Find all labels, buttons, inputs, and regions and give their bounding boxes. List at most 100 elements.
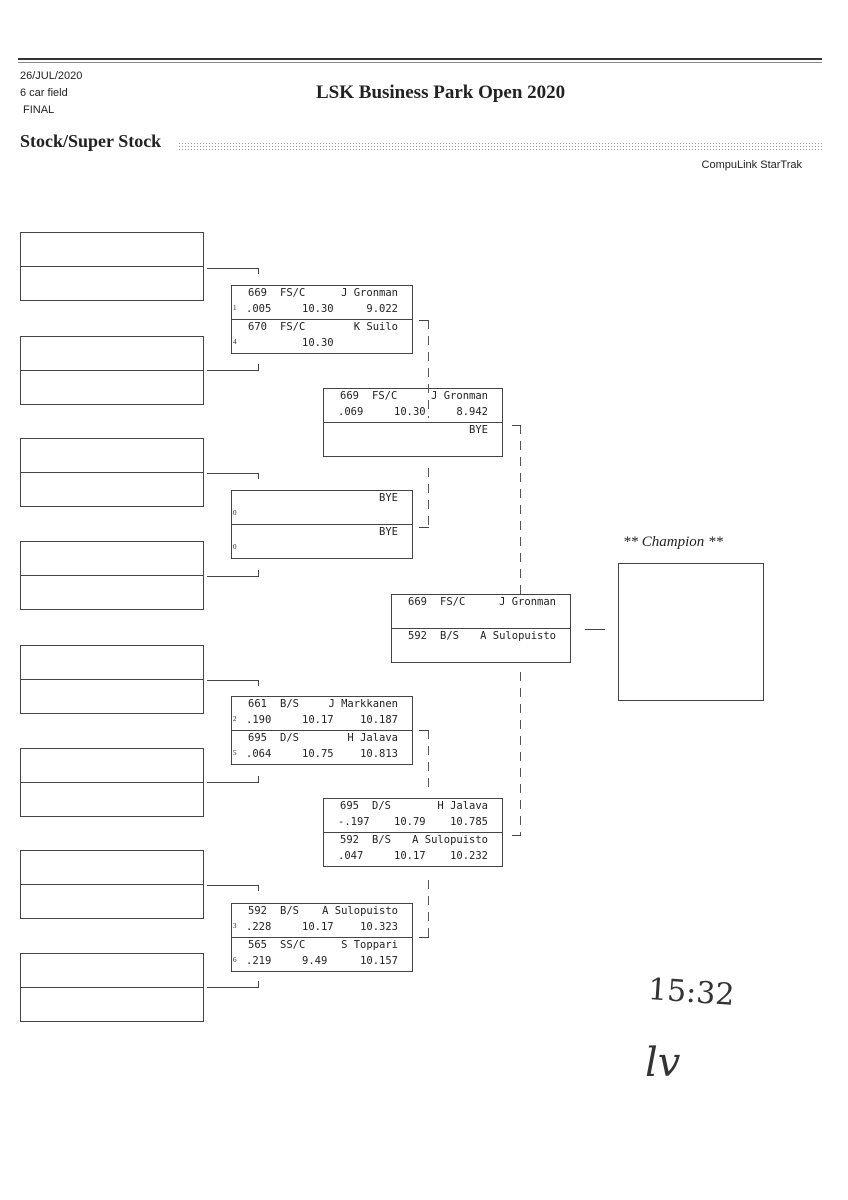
seed-number: 6 xyxy=(233,956,237,964)
top-rule-thin xyxy=(18,62,822,63)
event-date: 26/JUL/2020 xyxy=(20,70,83,82)
software-brand: CompuLink StarTrak xyxy=(701,159,802,171)
driver-name: J Gronman xyxy=(431,390,488,402)
dashed-connector xyxy=(520,425,521,595)
reaction-time: -.197 xyxy=(338,816,370,828)
dial-in: 10.30 xyxy=(302,337,334,349)
dashed-connector xyxy=(428,730,429,790)
lane-entry: 0 BYE xyxy=(232,524,412,558)
empty-lane xyxy=(21,370,203,404)
dial-in: 10.17 xyxy=(302,714,334,726)
lane-entry: BYE xyxy=(324,422,502,456)
empty-entry-box xyxy=(20,850,204,919)
empty-lane xyxy=(21,749,203,782)
dashed-connector xyxy=(428,880,429,940)
car-class: D/S xyxy=(372,800,391,812)
dashed-connector xyxy=(428,320,429,418)
driver-name: J Gronman xyxy=(499,596,556,608)
driver-name: BYE xyxy=(379,492,398,504)
car-class: FS/C xyxy=(280,321,306,333)
empty-lane xyxy=(21,233,203,266)
reaction-time: .190 xyxy=(246,714,272,726)
empty-lane xyxy=(21,266,203,300)
driver-name: A Sulopuisto xyxy=(412,834,488,846)
elapsed-time: 10.232 xyxy=(450,850,488,862)
elapsed-time: 10.785 xyxy=(450,816,488,828)
connector-tick xyxy=(419,527,429,528)
empty-lane xyxy=(21,987,203,1021)
car-number: 695 xyxy=(340,800,359,812)
car-class: FS/C xyxy=(440,596,466,608)
empty-lane xyxy=(21,782,203,816)
reaction-time: .064 xyxy=(246,748,272,760)
car-number: 565 xyxy=(248,939,267,951)
dial-in: 9.49 xyxy=(302,955,328,967)
empty-lane xyxy=(21,575,203,609)
elapsed-time: 10.187 xyxy=(360,714,398,726)
connector-tick xyxy=(258,680,259,686)
driver-name: BYE xyxy=(379,526,398,538)
seed-number: 3 xyxy=(233,922,237,930)
connector-tick xyxy=(512,425,521,426)
empty-entry-box xyxy=(20,645,204,714)
driver-name: A Sulopuisto xyxy=(480,630,556,642)
elapsed-time: 10.323 xyxy=(360,921,398,933)
car-number: 669 xyxy=(248,287,267,299)
driver-name: H Jalava xyxy=(347,732,398,744)
reaction-time: .228 xyxy=(246,921,272,933)
connector-tick xyxy=(258,570,259,576)
car-number: 695 xyxy=(248,732,267,744)
reaction-time: .047 xyxy=(338,850,364,862)
car-number: 592 xyxy=(248,905,267,917)
empty-lane xyxy=(21,851,203,884)
round-name: FINAL xyxy=(23,104,55,116)
lane-entry: 695 D/S H Jalava -.197 10.79 10.785 xyxy=(324,799,502,832)
elapsed-time: 10.157 xyxy=(360,955,398,967)
empty-lane xyxy=(21,337,203,370)
empty-lane xyxy=(21,439,203,472)
car-class: B/S xyxy=(280,698,299,710)
car-class: B/S xyxy=(280,905,299,917)
seed-number: 0 xyxy=(233,543,237,551)
seed-number: 4 xyxy=(233,338,237,346)
connector-tick xyxy=(419,730,429,731)
connector-line xyxy=(207,885,259,886)
driver-name: J Markkanen xyxy=(328,698,398,710)
dial-in: 10.79 xyxy=(394,816,426,828)
empty-entry-box xyxy=(20,953,204,1022)
class-title: Stock/Super Stock xyxy=(20,131,162,151)
handwritten-time: 15:32 xyxy=(646,972,736,1013)
driver-name: BYE xyxy=(469,424,488,436)
reaction-time: .069 xyxy=(338,406,364,418)
connector-tick xyxy=(258,981,259,987)
connector-tick xyxy=(258,268,259,274)
elapsed-time: 9.022 xyxy=(366,303,398,315)
dotted-divider xyxy=(178,142,822,151)
connector-line xyxy=(207,473,259,474)
car-number: 670 xyxy=(248,321,267,333)
field-size: 6 car field xyxy=(20,87,68,99)
connector-tick xyxy=(258,473,259,479)
dial-in: 10.30 xyxy=(394,406,426,418)
dashed-connector xyxy=(428,468,429,528)
car-class: B/S xyxy=(372,834,391,846)
seed-number: 1 xyxy=(233,304,237,312)
driver-name: H Jalava xyxy=(437,800,488,812)
empty-entry-box xyxy=(20,438,204,507)
seed-number: 5 xyxy=(233,749,237,757)
champion-box xyxy=(618,563,764,701)
empty-lane xyxy=(21,646,203,679)
driver-name: S Toppari xyxy=(341,939,398,951)
driver-name: A Sulopuisto xyxy=(322,905,398,917)
